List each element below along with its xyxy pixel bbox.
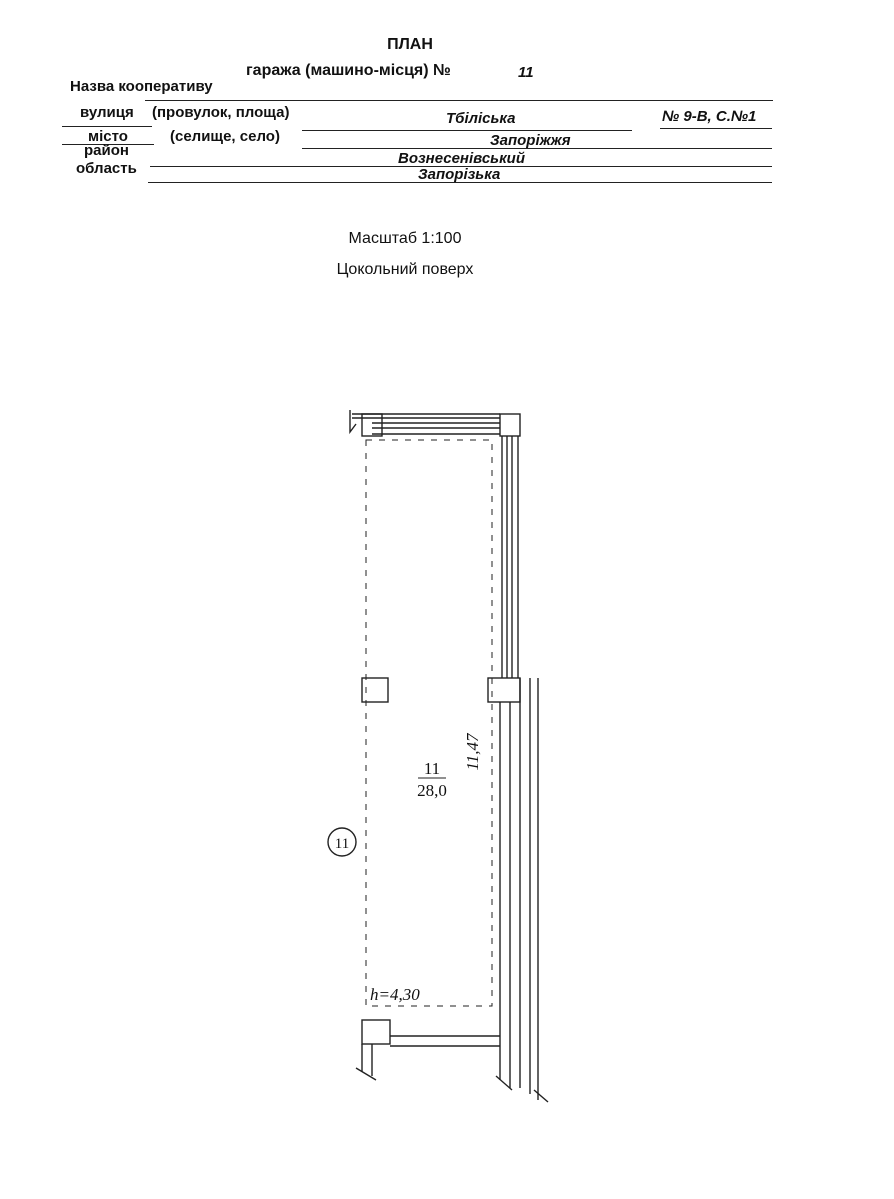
street-underline (302, 130, 632, 131)
street-label-extra: (провулок, площа) (152, 104, 290, 121)
city-label-extra: (селище, село) (170, 128, 280, 145)
cooperative-label: Назва кооперативу (70, 78, 213, 95)
length-dimension: 11,47 (463, 732, 482, 770)
city-label: місто (88, 128, 128, 145)
cooperative-underline (145, 100, 773, 101)
garage-number: 11 (518, 64, 534, 81)
street-label: вулиця (80, 104, 134, 121)
floor-label: Цокольний поверх (336, 261, 474, 278)
room-number: 11 (424, 759, 440, 778)
top-left-column (361, 413, 383, 437)
plan-title: ПЛАН (387, 36, 433, 53)
plan-subtitle: гаража (машино-місця) № (246, 62, 451, 79)
bottom-left-wall-end (355, 1067, 377, 1081)
room-circle-label: 11 (335, 836, 349, 852)
bottom-left-column (361, 1019, 391, 1045)
region-underline (148, 182, 772, 183)
room-circle-marker (327, 827, 357, 857)
street-left-underline (62, 126, 152, 127)
right-wall-end (533, 1089, 549, 1103)
district-label: район (84, 142, 129, 159)
region-label: область (76, 160, 137, 177)
district-value: Вознесенівський (398, 150, 526, 167)
scale-label: Масштаб 1:100 (348, 230, 462, 247)
city-left-underline (62, 144, 154, 145)
height-label: h=4,30 (370, 985, 420, 1004)
top-right-column (499, 413, 521, 437)
city-underline (302, 148, 772, 149)
city-value: Запоріжжя (490, 132, 571, 149)
room-area: 28,0 (417, 781, 447, 800)
region-value: Запорізька (418, 166, 501, 183)
top-left-wall-end (349, 410, 357, 435)
house-underline (660, 128, 772, 129)
right-middle-column (487, 677, 521, 703)
house-value: № 9-В, С.№1 (662, 108, 757, 125)
room-boundary-dashed (365, 439, 493, 1007)
left-middle-column (361, 677, 389, 703)
district-underline (150, 166, 772, 167)
street-value: Тбілiська (446, 110, 516, 127)
right-wall-end (495, 1075, 513, 1091)
